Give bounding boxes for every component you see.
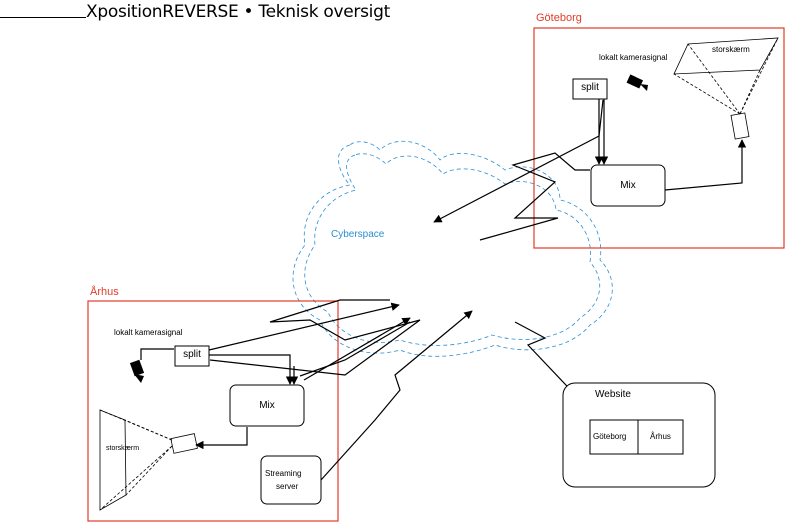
arhus-mix-label: Mix bbox=[259, 400, 275, 411]
website-cell-arhus bbox=[637, 419, 684, 455]
arhus-region-label: Århus bbox=[90, 286, 119, 298]
arhus-connections bbox=[140, 299, 584, 481]
arhus-screen-icon bbox=[99, 409, 198, 511]
website-cell-goteborg bbox=[589, 419, 639, 455]
goteborg-camera-label: lokalt kamerasignal bbox=[599, 53, 668, 62]
goteborg-mix-box bbox=[590, 164, 666, 207]
arhus-mix-box bbox=[229, 384, 305, 427]
goteborg-camera-icon bbox=[626, 74, 648, 91]
goteborg-region bbox=[533, 27, 785, 249]
title-rule bbox=[0, 17, 86, 18]
website-label: Website bbox=[595, 389, 631, 400]
goteborg-split-label: split bbox=[581, 82, 599, 93]
cyberspace-label: Cyberspace bbox=[331, 229, 385, 240]
arhus-region bbox=[87, 300, 339, 522]
cyberspace-cloud-inner bbox=[304, 153, 601, 346]
goteborg-mix-label: Mix bbox=[620, 180, 636, 191]
arhus-streaming-label-1: Streaming bbox=[265, 469, 302, 478]
goteborg-screen-icon bbox=[673, 37, 779, 140]
arhus-split-label: split bbox=[183, 349, 201, 360]
goteborg-region-label: Göteborg bbox=[536, 12, 582, 24]
arhus-screen-label: storskærm bbox=[106, 445, 140, 452]
goteborg-screen-label: storskærm bbox=[712, 45, 750, 54]
website-cell-arhus-label: Århus bbox=[650, 432, 671, 441]
goteborg-split-box bbox=[572, 78, 608, 100]
arhus-streaming-label-2: server bbox=[276, 482, 299, 491]
goteborg-connections bbox=[433, 99, 747, 241]
arhus-split-box bbox=[174, 345, 210, 367]
website-cell-goteborg-label: Göteborg bbox=[593, 432, 627, 441]
arhus-camera-icon bbox=[129, 359, 145, 383]
arhus-streaming-box bbox=[260, 455, 322, 505]
cyberspace-cloud-outer bbox=[292, 141, 613, 357]
page-title: XpositionREVERSE • Teknisk oversigt bbox=[86, 2, 390, 22]
arhus-camera-label: lokalt kamerasignal bbox=[114, 328, 183, 337]
